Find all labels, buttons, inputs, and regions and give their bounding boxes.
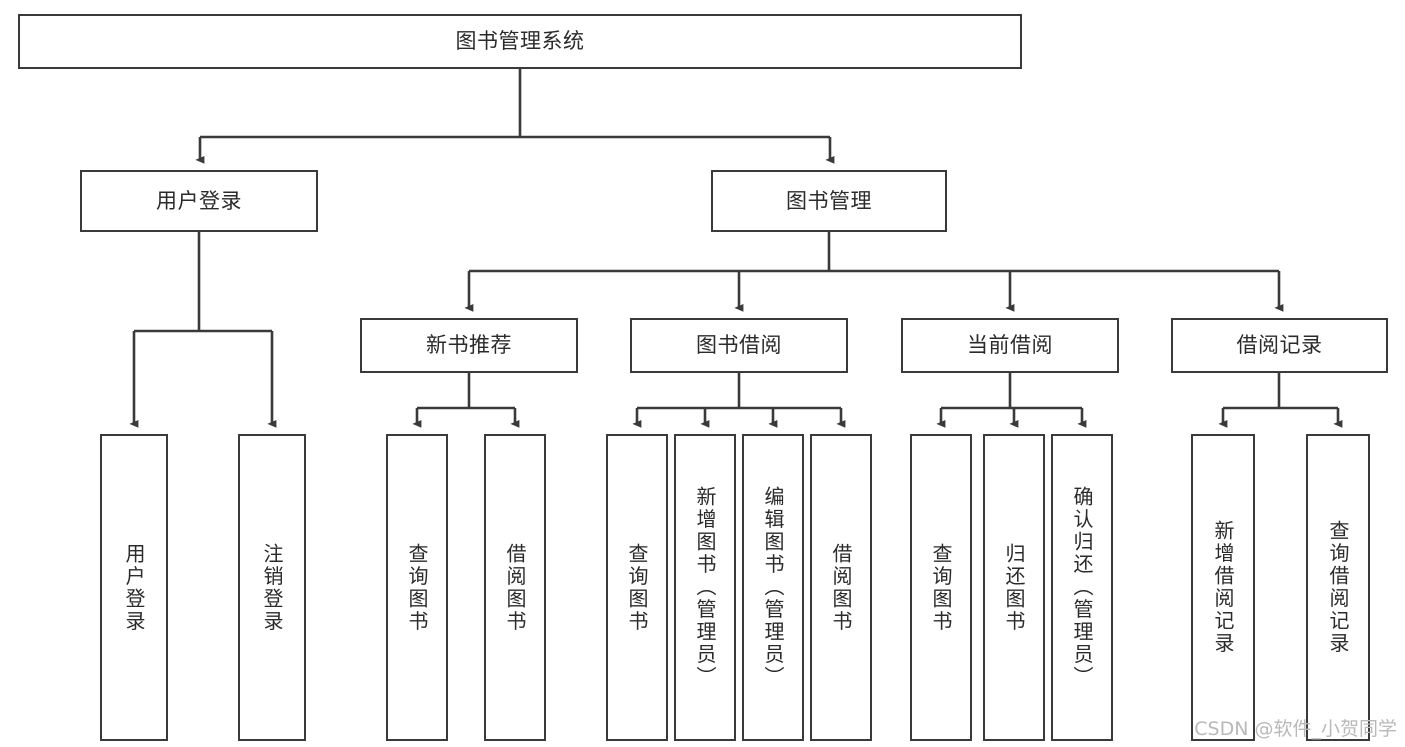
node-borrow-record-label: 借阅记录 — [1236, 333, 1323, 358]
csdn-watermark: CSDN @软件_小贺同学 — [1194, 718, 1397, 740]
node-leaf-query-book-recommend-label: 查询图书 — [405, 542, 429, 633]
node-leaf-edit-book-admin-label: 编辑图书（管理员） — [761, 486, 785, 689]
node-leaf-edit-book-admin[interactable]: 编辑图书（管理员） — [742, 434, 804, 741]
node-leaf-borrow-book-label: 借阅图书 — [829, 542, 853, 633]
node-book-manage[interactable]: 图书管理 — [711, 170, 947, 232]
node-leaf-borrow-book-recommend[interactable]: 借阅图书 — [484, 434, 546, 741]
node-leaf-user-logout-label: 注销登录 — [260, 542, 284, 633]
node-leaf-add-book-admin[interactable]: 新增图书（管理员） — [674, 434, 736, 741]
node-root-label: 图书管理系统 — [455, 29, 585, 54]
node-leaf-user-logout[interactable]: 注销登录 — [238, 434, 306, 741]
node-leaf-user-login-label: 用户登录 — [122, 542, 146, 633]
node-leaf-confirm-return-admin-label: 确认归还（管理员） — [1070, 486, 1094, 689]
node-leaf-borrow-book[interactable]: 借阅图书 — [810, 434, 872, 741]
node-current-borrow-label: 当前借阅 — [967, 333, 1053, 358]
node-new-book-recommend[interactable]: 新书推荐 — [360, 318, 578, 373]
node-leaf-query-borrow-record[interactable]: 查询借阅记录 — [1306, 434, 1370, 741]
node-leaf-return-book[interactable]: 归还图书 — [983, 434, 1045, 741]
node-leaf-user-login[interactable]: 用户登录 — [100, 434, 168, 741]
node-leaf-return-book-label: 归还图书 — [1002, 542, 1026, 633]
node-leaf-borrow-book-recommend-label: 借阅图书 — [503, 542, 527, 633]
node-leaf-query-book-current-label: 查询图书 — [929, 542, 953, 633]
node-book-manage-label: 图书管理 — [786, 188, 872, 213]
node-user-login-label: 用户登录 — [156, 188, 242, 213]
node-book-borrow[interactable]: 图书借阅 — [630, 318, 848, 373]
node-user-login[interactable]: 用户登录 — [80, 170, 318, 232]
node-leaf-query-book-borrow[interactable]: 查询图书 — [606, 434, 668, 741]
node-leaf-query-book-recommend[interactable]: 查询图书 — [386, 434, 448, 741]
node-leaf-add-borrow-record-label: 新增借阅记录 — [1211, 520, 1235, 655]
node-leaf-confirm-return-admin[interactable]: 确认归还（管理员） — [1051, 434, 1113, 741]
node-current-borrow[interactable]: 当前借阅 — [901, 318, 1119, 373]
node-leaf-query-book-current[interactable]: 查询图书 — [910, 434, 972, 741]
node-leaf-query-book-borrow-label: 查询图书 — [625, 542, 649, 633]
node-leaf-add-book-admin-label: 新增图书（管理员） — [693, 486, 717, 689]
node-borrow-record[interactable]: 借阅记录 — [1171, 318, 1388, 373]
node-leaf-add-borrow-record[interactable]: 新增借阅记录 — [1191, 434, 1255, 741]
node-leaf-query-borrow-record-label: 查询借阅记录 — [1326, 520, 1350, 655]
node-book-borrow-label: 图书借阅 — [696, 333, 782, 358]
node-root[interactable]: 图书管理系统 — [18, 14, 1022, 69]
node-new-book-recommend-label: 新书推荐 — [426, 333, 512, 358]
